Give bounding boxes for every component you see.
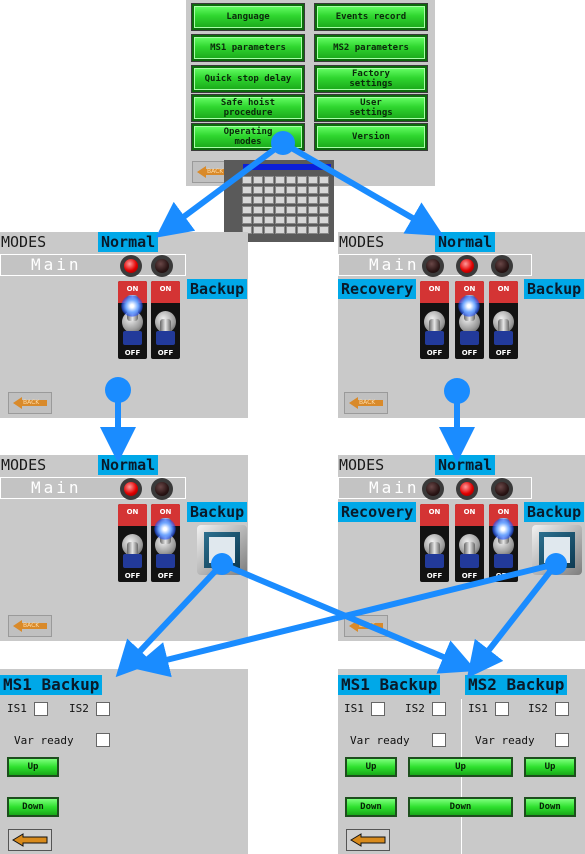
ms1-backup-screen: MS1 Backup IS1 IS2 Var ready Up Down (0, 669, 248, 854)
recovery-label: Recovery (338, 279, 417, 299)
recovery-label: Recovery (338, 502, 417, 522)
backup-label: Backup (187, 502, 248, 522)
is2-label: IS2 (69, 702, 89, 715)
ms1-is2-indicator (432, 702, 446, 716)
var-ready-label: Var ready (14, 734, 74, 747)
backup-label: Backup (524, 279, 585, 299)
main-lamp-on (456, 478, 478, 500)
ms1-is2-label: IS2 (405, 702, 425, 715)
ms2-var-ready-indicator (555, 733, 569, 747)
ms2-is1-label: IS1 (468, 702, 488, 715)
keypad-display (243, 164, 331, 170)
modes-back-button[interactable]: BACK (344, 615, 388, 637)
ms2-back-button[interactable] (346, 829, 390, 851)
ms2-backup-title: MS2 Backup (465, 675, 568, 695)
backup-lamp-off (151, 255, 173, 277)
events-record-button[interactable]: Events record (315, 4, 427, 30)
ms2-down-button[interactable]: Down (524, 797, 576, 817)
back-arrow-icon (13, 620, 47, 632)
main-lamp-on (456, 255, 478, 277)
ms2-is1-indicator (495, 702, 509, 716)
backup-goto-button[interactable] (532, 525, 582, 575)
back-arrow-icon (12, 833, 48, 847)
ms1-down-button[interactable]: Down (345, 797, 397, 817)
backup-lamp-off (151, 478, 173, 500)
password-keypad (224, 160, 334, 242)
normal-label: Normal (435, 232, 496, 252)
version-button[interactable]: Version (315, 124, 427, 150)
recovery-lamp-off (422, 478, 444, 500)
normal-label: Normal (435, 455, 496, 475)
ms2-var-ready-label: Var ready (475, 734, 535, 747)
normal-label: Normal (98, 232, 159, 252)
back-arrow-icon (349, 397, 383, 409)
modes-title: MODES (339, 233, 385, 251)
ms1-parameters-button[interactable]: MS1 parameters (192, 35, 304, 61)
ms1-is1-indicator (371, 702, 385, 716)
modes-back-button[interactable]: BACK (8, 615, 52, 637)
factory-settings-button[interactable]: Factory settings (315, 66, 427, 92)
var-ready-indicator (96, 733, 110, 747)
down-button[interactable]: Down (7, 797, 59, 817)
backup-lamp-off (491, 478, 513, 500)
ms2-up-button[interactable]: Up (524, 757, 576, 777)
ms1-ms2-backup-screen: MS1 Backup MS2 Backup IS1 IS2 Var ready … (338, 669, 585, 854)
ms1-back-button[interactable] (8, 829, 52, 851)
normal-label: Normal (98, 455, 159, 475)
backup-label: Backup (524, 502, 585, 522)
modes-title: MODES (339, 456, 385, 474)
ms1-is1-label: IS1 (344, 702, 364, 715)
quick-stop-delay-button[interactable]: Quick stop delay (192, 66, 304, 92)
main-lamp-on (120, 478, 142, 500)
is1-label: IS1 (7, 702, 27, 715)
settings-menu-panel: Language MS1 parameters Quick stop delay… (186, 0, 435, 186)
user-settings-button[interactable]: User settings (315, 95, 427, 121)
main-lamp-on (120, 255, 142, 277)
ms1-up-button[interactable]: Up (345, 757, 397, 777)
ms2-parameters-button[interactable]: MS2 parameters (315, 35, 427, 61)
back-arrow-icon (350, 833, 386, 847)
backup-goto-button[interactable] (197, 525, 247, 575)
back-arrow-icon (13, 397, 47, 409)
ms2-is2-indicator (555, 702, 569, 716)
is1-indicator (34, 702, 48, 716)
modes-title: MODES (1, 233, 47, 251)
ms1-var-ready-indicator (432, 733, 446, 747)
backup-lamp-off (491, 255, 513, 277)
ms1-var-ready-label: Var ready (350, 734, 410, 747)
recovery-lamp-off (422, 255, 444, 277)
modes-back-button[interactable]: BACK (8, 392, 52, 414)
back-label: BACK (207, 168, 224, 175)
is2-indicator (96, 702, 110, 716)
up-button[interactable]: Up (7, 757, 59, 777)
ms1-backup-title: MS1 Backup (0, 675, 103, 695)
modes-back-button[interactable]: BACK (344, 392, 388, 414)
both-up-button[interactable]: Up (408, 757, 513, 777)
both-down-button[interactable]: Down (408, 797, 513, 817)
backup-label: Backup (187, 279, 248, 299)
safe-hoist-procedure-button[interactable]: Safe hoist procedure (192, 95, 304, 121)
ms1-backup-title: MS1 Backup (338, 675, 441, 695)
ms2-is2-label: IS2 (528, 702, 548, 715)
modes-title: MODES (1, 456, 47, 474)
operating-modes-button[interactable]: Operating modes (192, 124, 304, 150)
language-button[interactable]: Language (192, 4, 304, 30)
